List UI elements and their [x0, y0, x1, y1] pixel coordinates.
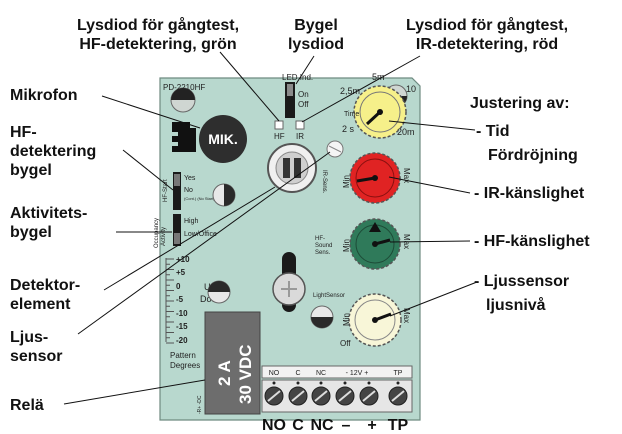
term-header-nc: NC	[316, 370, 326, 377]
knob-hf: Min Max HF- Sound Sens.	[315, 218, 411, 270]
label-mikrofon: Mikrofon	[10, 87, 78, 104]
label-tid-1: - Tid	[476, 123, 509, 140]
led-ind-label: LED Ind.	[282, 73, 313, 82]
time-label: Time	[344, 111, 359, 118]
hf-start-label: HF-Start	[163, 179, 169, 202]
scale-0: 0	[176, 282, 181, 291]
high-label: High	[184, 218, 199, 225]
label-bygel-2: lysdiod	[288, 36, 344, 53]
bottom-nc: NC	[310, 417, 334, 434]
no-label: No	[184, 187, 193, 194]
label-aktivitet-1: Aktivitets-	[10, 205, 87, 222]
time-25m: 2,5m	[340, 86, 360, 96]
occupancy-label-2: Activity	[161, 227, 167, 246]
ls-max: Max	[402, 308, 411, 323]
term-header-12v: - 12V +	[346, 370, 369, 377]
scale-m10: -10	[176, 309, 188, 318]
label-ljus-1: Ljus-	[10, 329, 48, 346]
term-header-c: C	[295, 370, 300, 377]
label-justering: Justering av:	[470, 95, 570, 112]
microphone: MIK.	[172, 115, 247, 163]
hf-start-jumper: HF-Start Yes No (Cont.) (No Start)	[163, 172, 236, 210]
relay: 2 A 30 VDC -R+ -DC	[197, 311, 261, 415]
led-hf-label: HF	[274, 132, 285, 141]
lens-adjust-screw	[272, 252, 306, 312]
bottom-plus: +	[367, 417, 376, 434]
label-ljussensor-2: ljusnivå	[486, 296, 546, 314]
scale-m15: -15	[176, 322, 188, 331]
ir-sens-component: IR-Sens.	[321, 140, 344, 194]
bottom-tp: TP	[388, 417, 409, 434]
label-ljussensor-1: - Ljussensor	[474, 273, 569, 290]
cont-label: (Cont.) (No Start)	[184, 196, 215, 201]
occupancy-label-1: Occupancy	[154, 218, 160, 248]
label-rela: Relä	[10, 397, 44, 414]
callout-labels: Lysdiod för gångtest, HF-detektering, gr…	[10, 16, 590, 434]
bottom-c: C	[292, 417, 304, 434]
relay-side-label: -R+ -DC	[197, 395, 203, 414]
led-hf	[274, 120, 284, 130]
label-detektor-2: element	[10, 296, 71, 313]
model-number: PD-2210HF	[163, 83, 205, 92]
label-hf-bygel-1: HF-	[10, 124, 37, 141]
lightsensor-label: LightSensor	[313, 293, 345, 299]
pir-detector	[267, 143, 317, 193]
mic-label: MIK.	[208, 131, 238, 147]
scale-m5: -5	[176, 295, 184, 304]
low-office-label: Low/Office	[184, 231, 217, 238]
label-tid-2: Fördröjning	[488, 147, 578, 164]
degrees-label: Degrees	[170, 361, 200, 370]
ls-min: Min	[342, 313, 351, 326]
occupancy-jumper: Occupancy Activity High Low/Office	[154, 214, 217, 248]
time-2s: 2 s	[342, 124, 355, 134]
led-ir-label: IR	[296, 132, 304, 141]
hf-sound-sens-label-2: Sound	[315, 243, 332, 249]
label-hf: - HF-känslighet	[474, 233, 590, 250]
hf-sound-sens-label-1: HF-	[315, 236, 325, 242]
label-detektor-1: Detektor-	[10, 277, 80, 294]
terminal-block: NO C NC - 12V + TP	[261, 365, 413, 413]
time-10: 10	[406, 84, 416, 94]
bottom-no: NO	[262, 417, 286, 434]
term-header-no: NO	[269, 370, 280, 377]
label-hf-bygel-2: detektering	[10, 143, 96, 160]
label-bygel-1: Bygel	[294, 17, 338, 34]
label-led-ir-1: Lysdiod för gångtest,	[406, 16, 568, 34]
knob-lightsensor: Min Max Off	[340, 293, 411, 348]
ir-sens-label: IR-Sens.	[321, 170, 327, 194]
led-ir	[295, 120, 305, 130]
label-led-hf-2: HF-detektering, grön	[79, 36, 236, 53]
relay-current: 2 A	[215, 360, 234, 386]
scale-p5: +5	[176, 268, 186, 277]
scale-p10: +10	[176, 255, 190, 264]
scale-m20: -20	[176, 336, 188, 345]
label-hf-bygel-3: bygel	[10, 162, 52, 179]
knob-time: Time 2 s 2,5m 5m 10 20m	[340, 72, 416, 139]
time-5m: 5m	[372, 72, 385, 82]
label-ir: - IR-känslighet	[474, 185, 585, 202]
ls-off: Off	[340, 339, 351, 348]
yes-label: Yes	[184, 175, 196, 182]
knob-ir: Min Max	[342, 152, 411, 204]
light-sensor: LightSensor	[310, 293, 345, 329]
label-ljus-2: sensor	[10, 348, 62, 365]
term-header-tp: TP	[394, 370, 403, 377]
pattern-label: Pattern	[170, 351, 196, 360]
led-jumper: LED Ind. On Off HF IR	[274, 73, 313, 141]
relay-voltage: 30 VDC	[236, 344, 255, 404]
label-led-ir-2: IR-detektering, röd	[416, 36, 558, 53]
hf-sound-sens-label-3: Sens.	[315, 250, 331, 256]
label-aktivitet-2: bygel	[10, 224, 52, 241]
led-off-label: Off	[298, 100, 309, 109]
ir-min: Min	[342, 175, 351, 188]
time-20m: 20m	[397, 127, 415, 137]
led-on-label: On	[298, 90, 309, 99]
bottom-minus: –	[342, 417, 351, 434]
label-led-hf-1: Lysdiod för gångtest,	[77, 16, 239, 34]
hf-min: Min	[342, 239, 351, 252]
ir-max: Max	[402, 168, 411, 183]
leader-lines	[63, 51, 478, 405]
